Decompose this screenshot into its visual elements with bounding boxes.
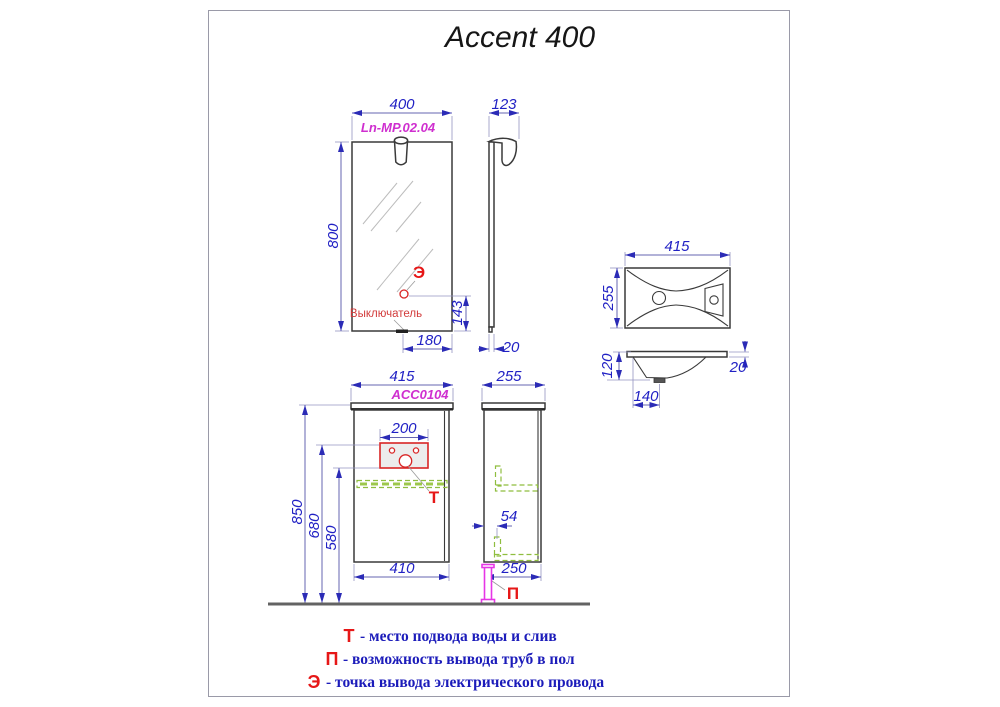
- legend: Т - место подвода воды и слив П - возмож…: [308, 626, 605, 692]
- switch-label-leader: [393, 319, 405, 331]
- mirror-hatch-line: [396, 248, 434, 293]
- mirror-side-view: 123 20: [478, 96, 520, 356]
- legend-text-water: - место подвода воды и слив: [360, 628, 557, 645]
- sink-front-view: 120 140 20: [599, 341, 749, 408]
- basin-profile: [632, 356, 707, 379]
- switch-leader: [406, 280, 416, 291]
- switch-point-icon: [399, 289, 409, 299]
- mirror-hatch-line: [395, 201, 422, 233]
- sink-rim-outline: [624, 267, 731, 329]
- basin-curve: [675, 304, 729, 327]
- page-title: Accent 400: [443, 21, 595, 54]
- inlet-hole: [388, 447, 396, 454]
- inlet-top-height-dim: 680: [306, 513, 323, 539]
- mirror-hatch-line: [362, 182, 398, 225]
- cabinet-width-dim: 415: [389, 368, 415, 385]
- water-marker-leader: [407, 465, 430, 492]
- basin-curve: [626, 304, 677, 327]
- sink-height-dim: 120: [599, 353, 616, 379]
- switch-height-dim: 143: [449, 300, 466, 326]
- electric-marker: Э: [413, 263, 425, 282]
- switch-label: Выключатель: [350, 308, 422, 320]
- mirror-model-label: Ln-MP.02.04: [361, 120, 436, 135]
- switch-offset-dim: 180: [416, 332, 442, 349]
- legend-symbol-floor-pipe: П: [326, 649, 339, 669]
- drain-outlet-hole: [398, 454, 413, 468]
- mirror-wall-gap-dim: 20: [502, 339, 520, 356]
- legend-symbol-electric: Э: [308, 672, 321, 692]
- hidden-pipe-upper-vert: [494, 465, 502, 487]
- sink-width-dim: 415: [664, 238, 690, 255]
- cabinet-depth-dim: 255: [495, 368, 522, 385]
- floor-pipe-leader: [491, 580, 506, 591]
- mirror-hatch-line: [370, 180, 414, 232]
- drain-hole: [651, 290, 667, 306]
- lamp-top: [393, 136, 409, 145]
- mirror-height-dim: 800: [325, 223, 342, 249]
- hidden-pipe-lower-vert: [493, 536, 502, 557]
- sink-depth-dim: 255: [600, 285, 617, 312]
- cabinet-model-label: ACC0104: [390, 387, 449, 402]
- sink-rim-height-dim: 20: [729, 359, 747, 376]
- water-marker: Т: [429, 488, 440, 507]
- sink-rim-profile: [626, 350, 728, 358]
- mirror-hatch-line: [376, 238, 420, 291]
- mirror-side-panel: [488, 141, 495, 328]
- floor-pipe-marker: П: [507, 584, 519, 603]
- switch-mount: [396, 329, 408, 333]
- inlet-width-dim: 200: [390, 420, 417, 437]
- inlet-bottom-height-dim: 580: [323, 525, 340, 551]
- sink-top-view: 415 255: [600, 238, 731, 329]
- basin-curve: [675, 269, 729, 292]
- basin-curve: [626, 269, 677, 292]
- mirror-width-dim: 400: [389, 96, 415, 113]
- sink-drain-offset-dim: 140: [633, 388, 659, 405]
- cabinet-side-view: 54 250 П 255: [472, 368, 546, 605]
- mirror-depth-dim: 123: [491, 96, 517, 113]
- pipe-offset-dim: 54: [501, 508, 518, 525]
- legend-text-electric: - точка вывода электрического провода: [326, 674, 604, 691]
- floor-pipe-top-cap: [481, 563, 495, 569]
- lamp-front: [393, 140, 409, 166]
- cabinet-total-height-dim: 850: [289, 499, 306, 525]
- drain-stub: [653, 377, 666, 383]
- hidden-pipe-lower-horiz: [493, 553, 539, 562]
- legend-text-floor-pipe: - возможность вывода труб в пол: [343, 651, 575, 668]
- mirror-body: [351, 141, 453, 332]
- inlet-hole: [412, 447, 420, 454]
- lamp-side: [486, 137, 518, 167]
- mirror-side-foot: [488, 326, 493, 333]
- mirror-front-view: Э Выключатель Ln-MP.02.04 400 800 143 18…: [325, 96, 471, 353]
- cabinet-body-side: [483, 409, 542, 563]
- faucet-deck: [704, 283, 724, 317]
- legend-symbol-water: Т: [344, 626, 355, 646]
- cabinet-front-view: Т 200 415 ACC0104 410 850 680 580: [289, 368, 454, 603]
- faucet-hole: [709, 295, 719, 305]
- cabinet-body-width-dim: 410: [389, 560, 415, 577]
- floor-pipe: [483, 566, 493, 604]
- hidden-drain-bar: [356, 479, 448, 489]
- cabinet-depth-bottom-dim: 250: [500, 560, 527, 577]
- hidden-pipe-upper-horiz: [494, 484, 539, 492]
